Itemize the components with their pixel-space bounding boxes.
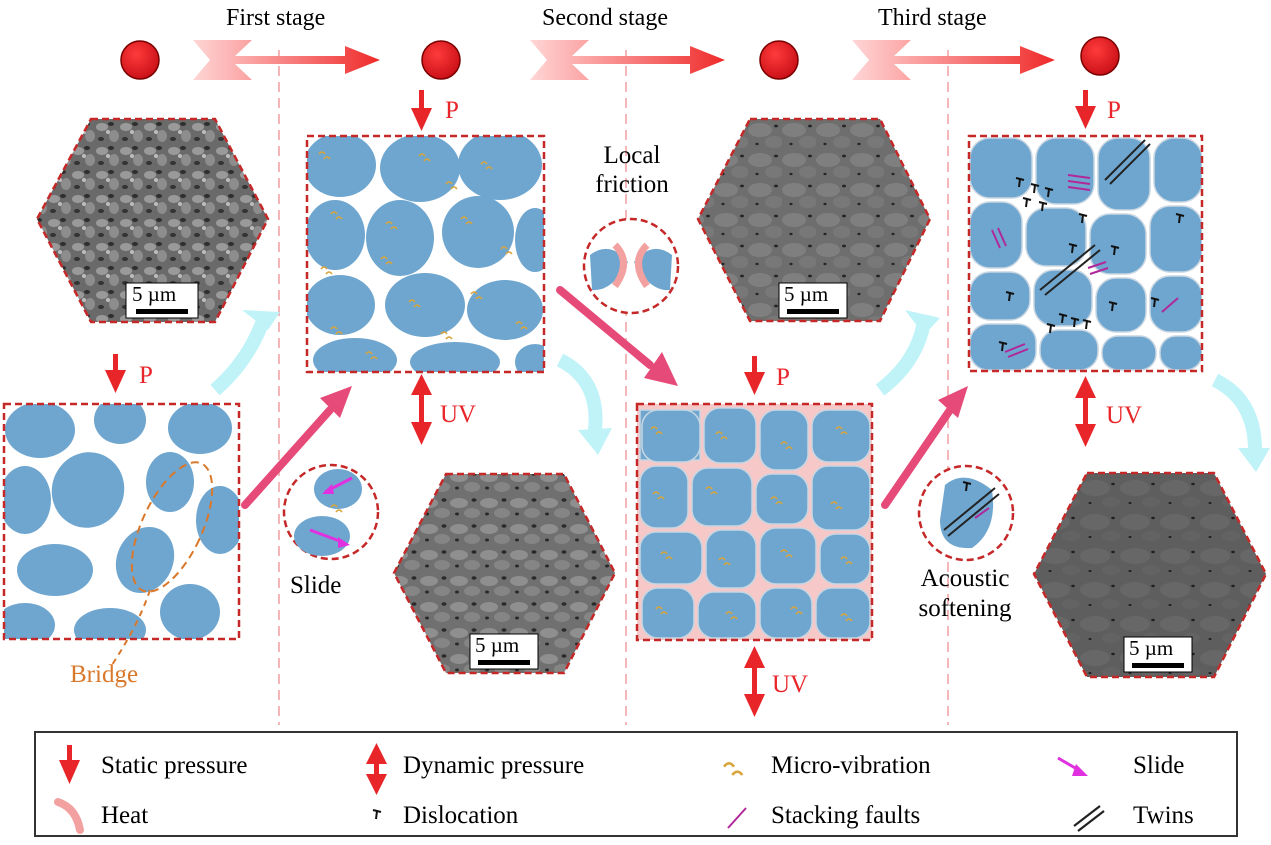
ball-2 — [421, 40, 461, 80]
uv-label-3: UV — [1106, 402, 1143, 429]
dynamic-pressure-arrow-1 — [411, 374, 432, 445]
bridge-label: Bridge — [70, 661, 139, 688]
scale-bar-4 — [1123, 636, 1193, 673]
particle-panel-4 — [967, 134, 1204, 373]
dynamic-pressure-arrow-2 — [744, 646, 765, 717]
sem-hexagon-3 — [696, 117, 932, 323]
acoustic-label-line2: softening — [918, 595, 1012, 622]
big-arrow-2 — [556, 286, 678, 386]
scale-bar-text-4: 5 µm — [1129, 636, 1174, 660]
big-arrow-3 — [881, 386, 968, 509]
acoustic-circle — [917, 464, 1015, 562]
scale-bar-text-1: 5 µm — [132, 282, 177, 306]
p-label-2: P — [445, 97, 459, 124]
static-pressure-arrow-3 — [744, 356, 765, 395]
twins-icon — [1073, 805, 1105, 832]
dynamic-pressure-arrow-3 — [1075, 376, 1096, 447]
stage-label-3: Third stage — [878, 5, 987, 31]
ball-4 — [1080, 36, 1120, 76]
uv-label-2: UV — [772, 671, 809, 698]
local-friction-label-line1: Local — [603, 142, 661, 169]
heat-icon — [54, 798, 84, 834]
static-pressure-arrow-icon — [59, 745, 80, 784]
scale-bar-3 — [778, 282, 848, 319]
scale-bar-1 — [125, 282, 199, 319]
ball-3 — [759, 40, 799, 80]
stacking-fault-marks-4 — [991, 174, 1179, 358]
legend-dynamic-pressure: Dynamic pressure — [403, 752, 585, 779]
legend-stacking-faults: Stacking faults — [771, 802, 921, 829]
legend — [34, 731, 1238, 837]
scale-bar-2 — [469, 633, 539, 670]
uv-label-1: UV — [440, 401, 477, 428]
sem-hexagon-4 — [1032, 471, 1268, 679]
static-pressure-arrow-4 — [1075, 90, 1096, 129]
slide-circle — [282, 463, 380, 561]
legend-twins: Twins — [1133, 802, 1194, 829]
scale-bar-text-2: 5 µm — [475, 633, 520, 657]
bridge-leader — [109, 589, 151, 669]
local-friction-label-line2: friction — [595, 171, 669, 198]
stage-label-1: First stage — [226, 5, 326, 31]
stacking-fault-icon — [727, 807, 747, 829]
stage-arrow-1 — [193, 40, 380, 80]
particle-panel-3 — [635, 402, 874, 642]
sem-hexagon-2 — [392, 472, 617, 675]
legend-slide: Slide — [1133, 752, 1185, 779]
cyan-arrow-1 — [210, 312, 272, 396]
local-friction-circle — [582, 217, 680, 315]
stage-label-2: Second stage — [542, 5, 668, 31]
dynamic-pressure-arrow-icon — [366, 743, 387, 795]
big-arrow-1 — [241, 386, 352, 509]
legend-micro-vibration: Micro-vibration — [771, 752, 931, 779]
p-label-3: P — [776, 364, 790, 391]
cyan-arrow-2 — [556, 353, 603, 431]
legend-static-pressure: Static pressure — [101, 752, 248, 779]
p-label-1: P — [139, 362, 153, 389]
slide-label: Slide — [290, 572, 342, 599]
scale-bar-text-3: 5 µm — [784, 282, 829, 306]
legend-heat: Heat — [101, 802, 149, 829]
legend-dislocation: Dislocation — [403, 802, 519, 829]
static-pressure-arrow-1 — [105, 354, 126, 393]
p-label-4: P — [1107, 97, 1121, 124]
bridge-outline — [130, 461, 214, 593]
sem-hexagon-1 — [35, 117, 270, 324]
particle-panel-2 — [305, 134, 546, 374]
ball-1 — [120, 40, 160, 80]
stage-arrow-2 — [530, 40, 725, 80]
stage-arrow-3 — [852, 40, 1055, 80]
cyan-arrow-4 — [1211, 373, 1262, 451]
particle-panel-1 — [2, 402, 241, 669]
slide-arrow-icon — [1057, 756, 1088, 776]
acoustic-label-line1: Acoustic — [920, 565, 1010, 592]
static-pressure-arrow-2 — [411, 90, 432, 131]
twins-marks-4 — [1039, 139, 1151, 296]
